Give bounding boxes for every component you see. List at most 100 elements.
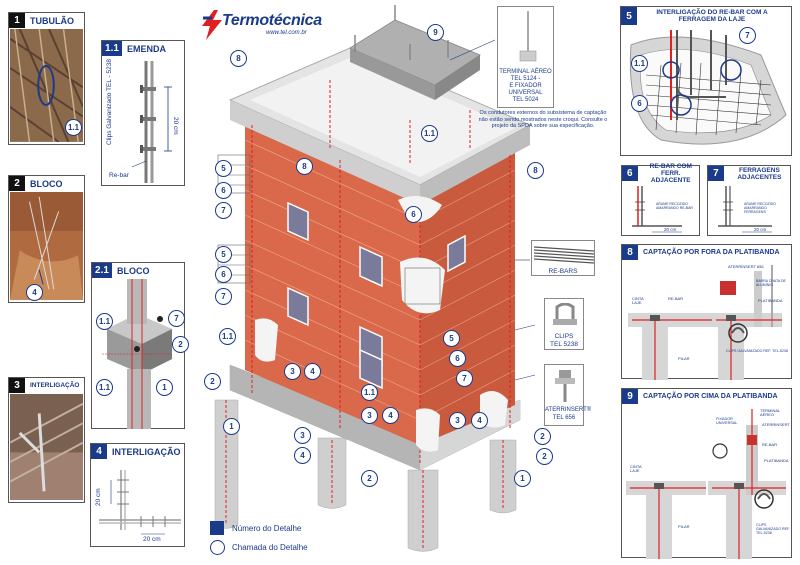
label-pilar: PILAR xyxy=(678,524,690,529)
building-callout: 9 xyxy=(427,24,444,41)
panel-title: FERRAGENS ADJACENTES xyxy=(737,166,782,181)
rebars-label: RE-BARS xyxy=(548,268,578,275)
building-callout: 3 xyxy=(294,427,311,444)
building-callout: 1.1 xyxy=(421,125,438,142)
building-callout: 1.1 xyxy=(219,328,236,345)
callout: 1.1 xyxy=(65,119,82,136)
aterrinsert-icon xyxy=(555,370,575,402)
building-callout: 2 xyxy=(536,448,553,465)
building-callout: 4 xyxy=(382,407,399,424)
label-cinta-laje: CINTA LAJE xyxy=(632,296,644,305)
captacao-fora-drawing xyxy=(628,265,782,380)
ferragens-drawing xyxy=(718,186,772,233)
callout: 6 xyxy=(631,95,648,112)
building-callout: 1.1 xyxy=(361,384,378,401)
building-callout: 4 xyxy=(294,447,311,464)
panel-title: INTERLIGAÇÃO DO RE-BAR COM A FERRAGEM DA… xyxy=(656,9,768,23)
interligacao-drawing xyxy=(99,470,181,535)
building-callout: 4 xyxy=(471,412,488,429)
building-callout: 1 xyxy=(514,470,531,487)
legend-callout-swatch xyxy=(210,540,225,555)
rebar-label: Re-bar xyxy=(109,172,129,179)
terminal-line: TEL 5124 - xyxy=(510,76,541,82)
building-drawing xyxy=(214,5,536,552)
building-callout: 3 xyxy=(361,407,378,424)
annotation: ARAME RECOZIDO AMARRANDO FERRAGENS xyxy=(744,202,776,214)
bloco-drawing xyxy=(102,279,172,429)
panel-ferragens-adjacentes: 7 FERRAGENS ADJACENTES ARAME RECOZIDO AMA… xyxy=(707,165,791,236)
legend-detail-number-swatch xyxy=(210,521,224,535)
callout: 7 xyxy=(168,310,185,327)
panel-interligacao-laje: 5 INTERLIGAÇÃO DO RE-BAR COM A FERRAGEM D… xyxy=(620,6,792,156)
callout: 1.1 xyxy=(631,55,648,72)
building-callout: 7 xyxy=(456,370,473,387)
building-callout: 5 xyxy=(443,330,460,347)
captacao-cima-drawing xyxy=(626,409,786,559)
detail-number: 1 xyxy=(9,13,25,28)
captacao-note: Os condutores externos do subsistema de … xyxy=(478,110,608,129)
label-platibanda: PLATIBANDA xyxy=(764,458,789,463)
terminal-line: TEL 5024 xyxy=(512,97,539,103)
label-rebar: RE-BAR xyxy=(668,296,684,301)
terminal-line: E FIXADOR xyxy=(509,83,542,89)
building-callout: 3 xyxy=(449,412,466,429)
callout: 4 xyxy=(26,284,43,301)
building-callout: 4 xyxy=(304,363,321,380)
legend: Número do Detalhe Chamada do Detalhe xyxy=(210,518,370,558)
clip-label: Clips Galvanizado TEL - 5238 xyxy=(106,59,113,145)
detail-number: 2.1 xyxy=(92,263,112,278)
label-terminal: TERMINAL AÉREO xyxy=(760,408,781,417)
interligacao-photo xyxy=(10,394,83,501)
panel-title: EMENDA xyxy=(127,43,167,54)
aterrinsert-label: ATERRINSERT® xyxy=(545,407,592,413)
callout: 1 xyxy=(156,379,173,396)
annotation: ARAME RECOZIDO AMARRANDO RE-BAR xyxy=(656,202,693,210)
building-callout: 5 xyxy=(215,246,232,263)
panel-title: TUBULÃO xyxy=(30,15,74,26)
clips-label: CLIPS xyxy=(554,333,574,340)
legend-detail-callout: Chamada do Detalhe xyxy=(232,543,308,552)
label-barra-chata: BARRA CHATA DE ALUMÍNIO xyxy=(756,279,786,287)
label-aterrinsert: ATERRINSERT xyxy=(762,422,790,427)
brand-url: www.tel.com.br xyxy=(266,30,307,36)
detail-number: 3 xyxy=(9,378,25,393)
detail-number: 5 xyxy=(621,7,637,25)
panel-title: BLOCO xyxy=(30,178,63,189)
building-callout: 7 xyxy=(215,288,232,305)
label-cinta-laje: CINTA LAJE xyxy=(630,464,642,473)
label-pilar: PILAR xyxy=(678,356,690,361)
building-callout: 1 xyxy=(223,418,240,435)
callout: 7 xyxy=(739,27,756,44)
legend-detail-number: Número do Detalhe xyxy=(232,524,302,533)
detail-number: 4 xyxy=(91,444,107,459)
panel-title: INTERLIGAÇÃO xyxy=(112,446,181,457)
panel-title: CAPTAÇÃO POR FORA DA PLATIBANDA xyxy=(643,249,780,256)
building-callout: 6 xyxy=(449,350,466,367)
label-clips: CLIPS GALVANIZADO REF. TEL-5238 xyxy=(756,523,790,535)
dim-vertical: 20 cm xyxy=(95,488,102,506)
detail-number: 1.1 xyxy=(102,41,122,56)
clips-product: CLIPS TEL 5238 xyxy=(544,298,584,350)
label-fixador: FIXADOR UNIVERSAL xyxy=(716,417,738,425)
dim-label: 20 cm xyxy=(664,227,677,232)
panel-title: RE-BAR COM FERR. ADJACENTE xyxy=(649,163,692,184)
detail-number: 8 xyxy=(622,245,638,260)
building-callout: 2 xyxy=(204,373,221,390)
laje-drawing xyxy=(629,30,787,145)
panel-title: BLOCO xyxy=(117,265,150,276)
building-callout: 5 xyxy=(215,160,232,177)
aterrinsert-product: ATERRINSERT® TEL 656 xyxy=(544,364,592,426)
panel-title: CAPTAÇÃO POR CIMA DA PLATIBANDA xyxy=(643,393,778,400)
building-callout: 6 xyxy=(405,206,422,223)
detail-number: 7 xyxy=(708,166,724,181)
detail-number: 6 xyxy=(622,166,638,181)
callout: 2 xyxy=(172,336,189,353)
label-platibanda: PLATIBANDA xyxy=(758,298,783,303)
dim-label: 20 cm xyxy=(754,227,767,232)
rebar-ferragem-drawing xyxy=(632,186,682,233)
label-clips: CLIPS GALVANIZADO REF. TEL-5238 xyxy=(726,349,788,353)
